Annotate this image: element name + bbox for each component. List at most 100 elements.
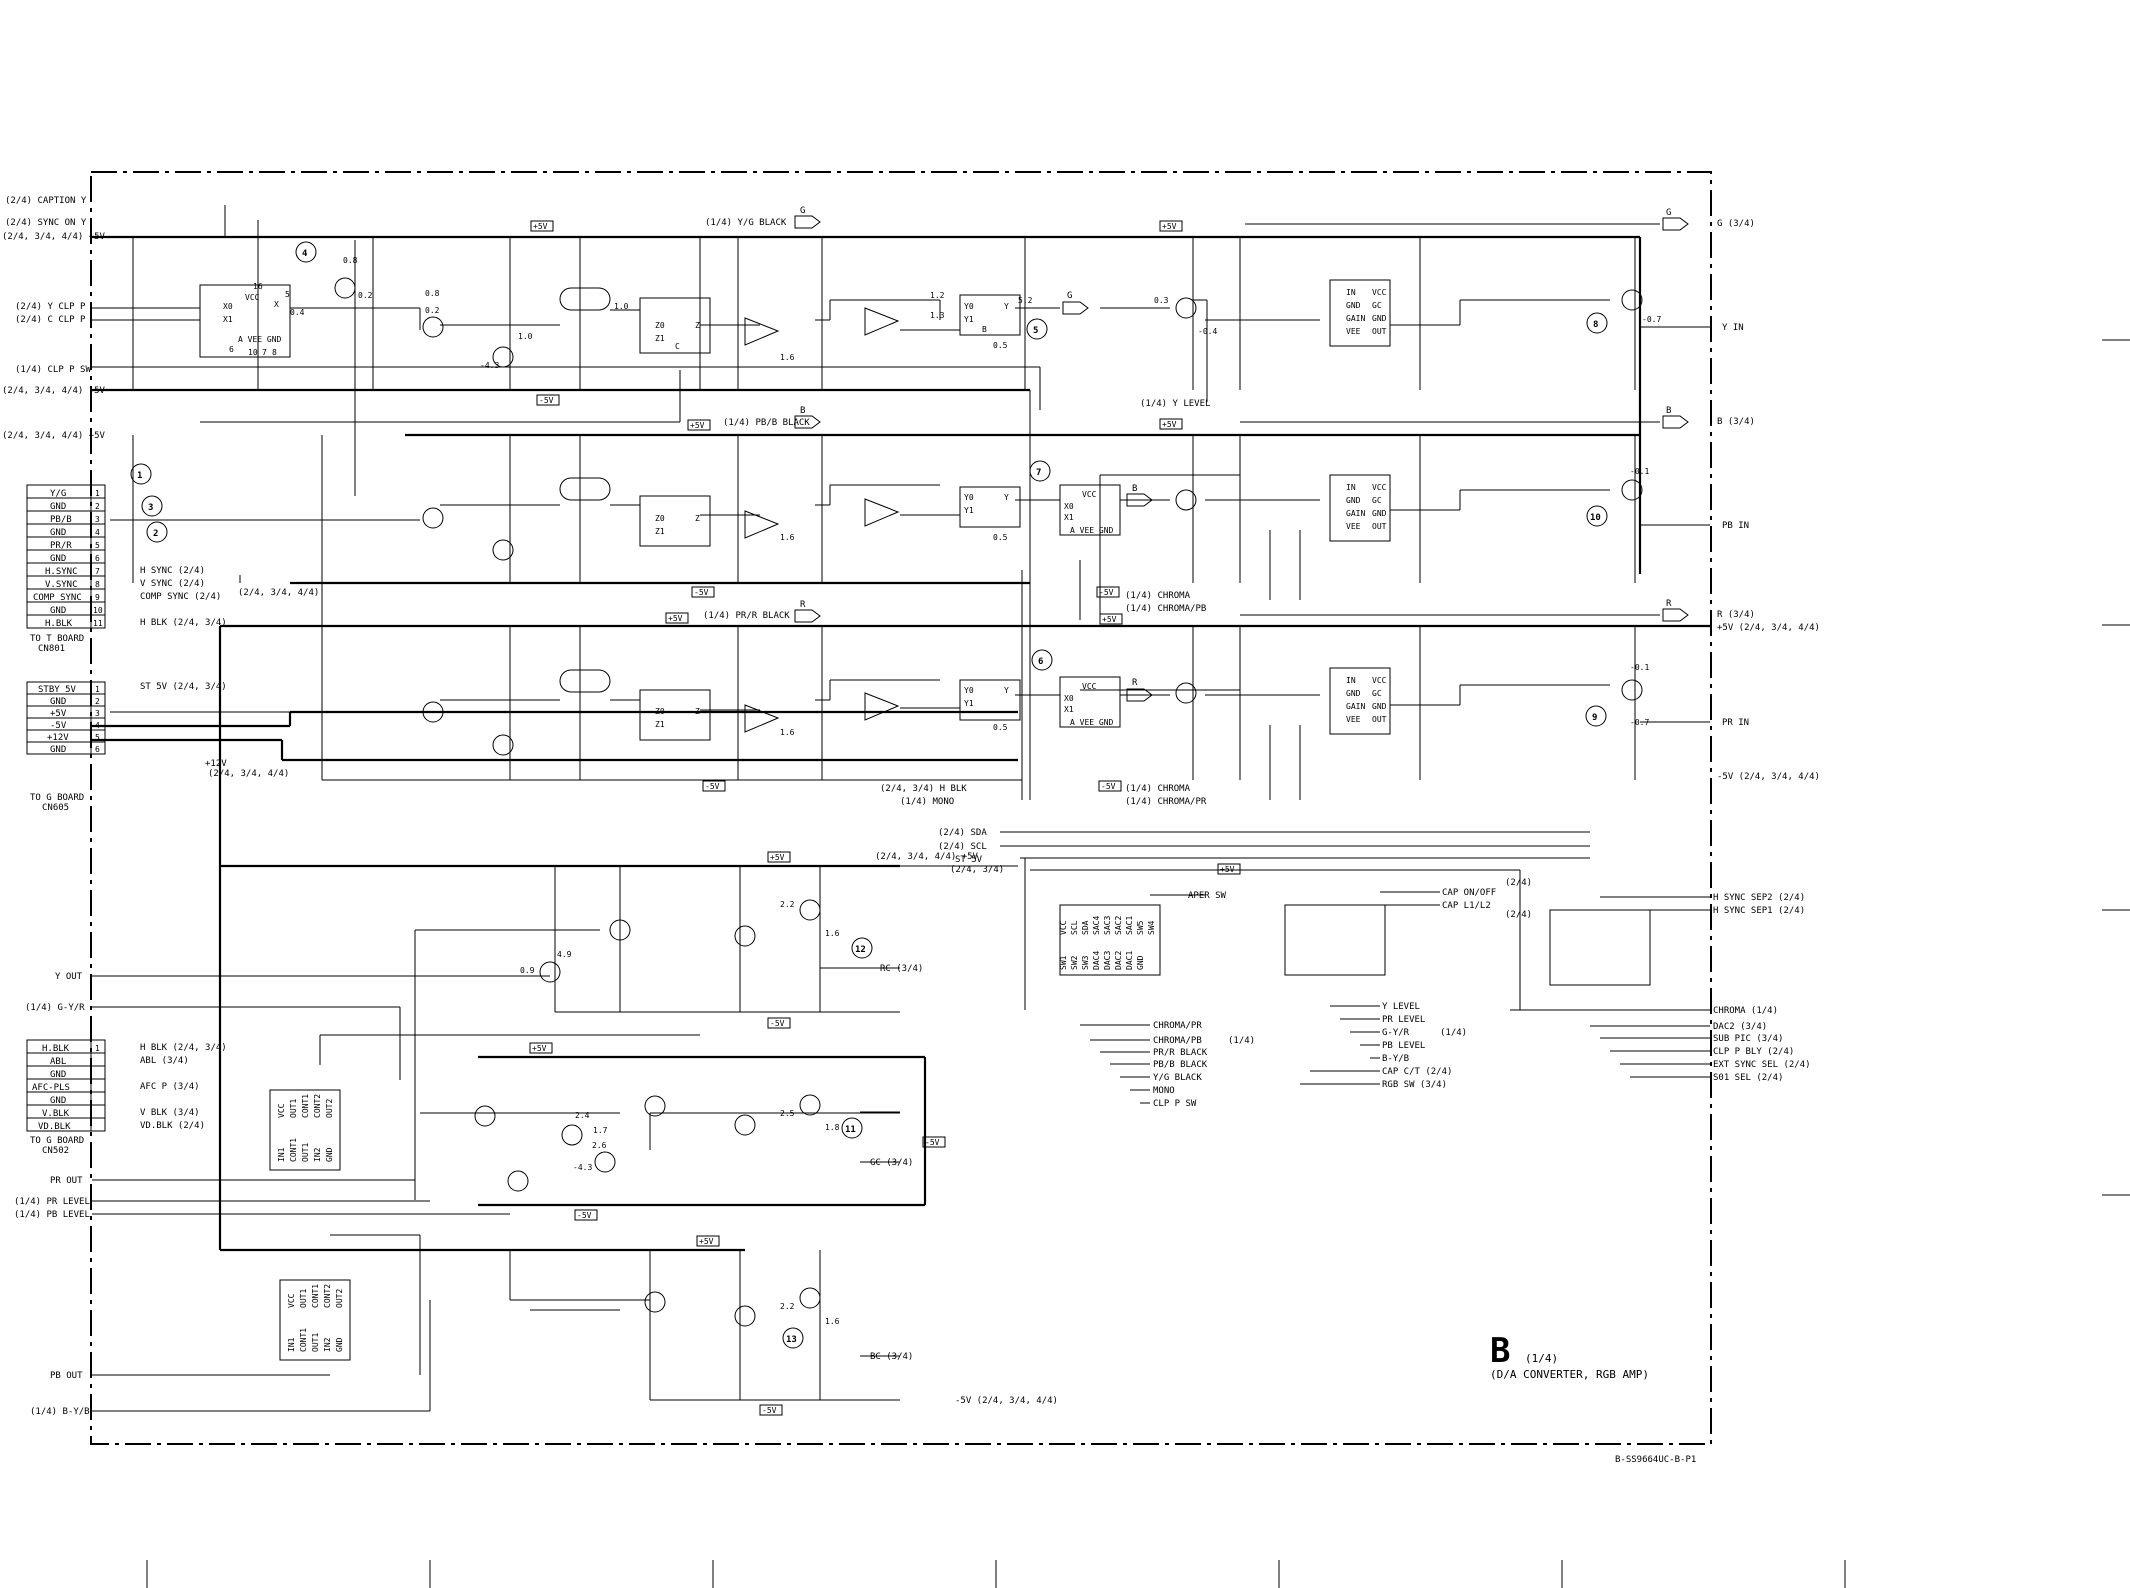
sw1-pin: VCC [1059, 920, 1068, 935]
supply-tag: +5V [1220, 865, 1235, 874]
ic-port-y1: Y1 [964, 506, 974, 515]
sw1-pin: SAC3 [1103, 916, 1112, 935]
label-chroma-1: (1/4) CHROMA [1125, 591, 1191, 601]
ic-pin-x1: X1 [1064, 705, 1074, 714]
output-g: G (3/4) [1717, 219, 1755, 229]
dual-pin: VCC [287, 1293, 296, 1308]
ic-pin-x1: X1 [223, 315, 233, 324]
cn801-num: 6 [95, 554, 100, 563]
cn605-pin-3: +5V [50, 709, 67, 719]
signal-p5v-top: (2/4, 3/4, 4/4) +5V [2, 232, 106, 242]
signal-pr-level: (1/4) PR LEVEL [14, 1197, 90, 1207]
ic-port-y0: Y0 [964, 686, 974, 695]
signal-caption-y: (2/4) CAPTION Y [5, 196, 87, 206]
cn801-pin-3: PB/B [50, 515, 72, 525]
sheet-number: (1/4) [1525, 1352, 1558, 1365]
cn502-pin-5: GND [50, 1096, 66, 1106]
callout-8: 8 [1593, 320, 1598, 330]
sw3-out-dac2: DAC2 (3/4) [1713, 1022, 1767, 1032]
voltage: 2.2 [780, 900, 795, 909]
channel-letter-r: R [800, 600, 806, 610]
cn801-pin-4: GND [50, 528, 66, 538]
amp-pin: GND [1346, 496, 1361, 505]
signal-y-out: Y OUT [55, 972, 83, 982]
voltage: 0.2 [425, 306, 440, 315]
sw1-pin: SAC1 [1125, 916, 1134, 935]
channel-letter-g-mid: G [1067, 291, 1072, 301]
switch-ic1-top: VCC SCL SDA SAC4 SAC3 SAC2 SAC1 SW5 SW4 [1059, 916, 1156, 935]
voltage: 5.2 [1018, 296, 1033, 305]
sw3-out-chroma: CHROMA (1/4) [1713, 1006, 1778, 1016]
dual-pin: IN2 [323, 1337, 332, 1352]
callout-3: 3 [148, 503, 153, 513]
ic-pin-x0: X0 [223, 302, 233, 311]
ic-port-z: Z [695, 514, 700, 523]
cn801-num: 3 [95, 515, 100, 524]
channel-letter-r-mid: R [1132, 678, 1138, 688]
callout-7: 7 [1036, 468, 1041, 478]
voltage: -0.1 [1630, 663, 1649, 672]
dual-pin: OUT1 [289, 1099, 298, 1118]
label-gc: GC (3/4) [870, 1158, 913, 1168]
supply-tag-text: +5V -5V +5V +5V +5V -5V -5V +5V +5V -5V … [532, 222, 1235, 1415]
supply-tag-boxes [529, 220, 1241, 1416]
right-arrows [794, 215, 1689, 702]
label-n5-bottom: -5V (2/4, 3/4, 4/4) [955, 1396, 1058, 1406]
amp-pin: IN [1346, 483, 1356, 492]
sw2-out-rgb-sw: RGB SW (3/4) [1382, 1080, 1447, 1090]
label-st5v-ref: (2/4, 3/4) [950, 865, 1004, 875]
cn502-pin-3: GND [50, 1070, 66, 1080]
amp-pin: VCC [1372, 483, 1387, 492]
sw1-pin: DAC1 [1125, 951, 1134, 970]
signal-c-clp: (2/4) C CLP P [15, 315, 86, 325]
dual-pin: VCC [277, 1103, 286, 1118]
label-sda: (2/4) SDA [938, 828, 987, 838]
sw1-pin: SW3 [1081, 955, 1090, 970]
ic-pin-x: X [274, 300, 279, 309]
dual-ic-labels: VCC OUT1 CONT1 CONT2 OUT2 IN1 CONT1 OUT1… [277, 1094, 344, 1352]
label-scl: (2/4) SCL [938, 842, 987, 852]
board-letter: B [1490, 1331, 1510, 1371]
sw2-out-b-y-b: B-Y/B [1382, 1054, 1409, 1064]
output-pb-in: PB IN [1722, 521, 1749, 531]
channel-letter-g-right: G [1666, 208, 1671, 218]
dual-pin: OUT2 [325, 1099, 334, 1118]
callout-circles [130, 241, 1608, 1349]
connector-cn502: H.BLK ABL GND AFC-PLS GND V.BLK VD.BLK 1… [30, 1043, 227, 1156]
ic-port-z0: Z0 [655, 707, 665, 716]
sw1-pin: SAC4 [1092, 916, 1101, 935]
channel-letter-r-right: R [1666, 599, 1672, 609]
supply-tag: -5V [762, 1406, 777, 1415]
amp-pin: OUT [1372, 715, 1387, 724]
dual-pin: OUT1 [299, 1289, 308, 1308]
label-p5-bottom: (2/4, 3/4, 4/4) +5V [875, 852, 979, 862]
amp-pin: VEE [1346, 327, 1361, 336]
cn605-pin-2: GND [50, 697, 66, 707]
cn605-pin-1: STBY 5V [38, 685, 77, 695]
amp-pin: GC [1372, 689, 1382, 698]
sw1-out-mono: MONO [1153, 1086, 1175, 1096]
cn801-num: 11 [93, 619, 103, 628]
callout-9: 9 [1592, 713, 1597, 723]
amp-pin: VEE [1346, 522, 1361, 531]
supply-tag: -5V [1099, 588, 1114, 597]
dual-transistors [559, 287, 611, 693]
amp-pin: GAIN [1346, 702, 1365, 711]
supply-tag: +5V [1102, 615, 1117, 624]
sw1-out-yg-black: Y/G BLACK [1153, 1073, 1202, 1083]
transistors [334, 277, 1643, 1327]
cn605-out-12v-ref: (2/4, 3/4, 4/4) [208, 769, 289, 779]
ic-port-z1: Z1 [655, 720, 665, 729]
label-mono: (1/4) MONO [900, 797, 954, 807]
voltage: -0.7 [1630, 718, 1649, 727]
dual-pin: OUT2 [335, 1289, 344, 1308]
label-pbb-black: (1/4) PB/B BLACK [723, 418, 810, 428]
callout-10: 10 [1590, 513, 1601, 523]
amp-pin: GC [1372, 496, 1382, 505]
sw3-out-hsync-sep1: H SYNC SEP1 (2/4) [1713, 906, 1805, 916]
output-r: R (3/4) [1717, 610, 1755, 620]
sw1-pin: SW4 [1147, 920, 1156, 935]
sw1-out-prr-black: PR/R BLACK [1153, 1048, 1208, 1058]
cn605-out-12v: +12V [205, 759, 227, 769]
ic-port-z1: Z1 [655, 527, 665, 536]
